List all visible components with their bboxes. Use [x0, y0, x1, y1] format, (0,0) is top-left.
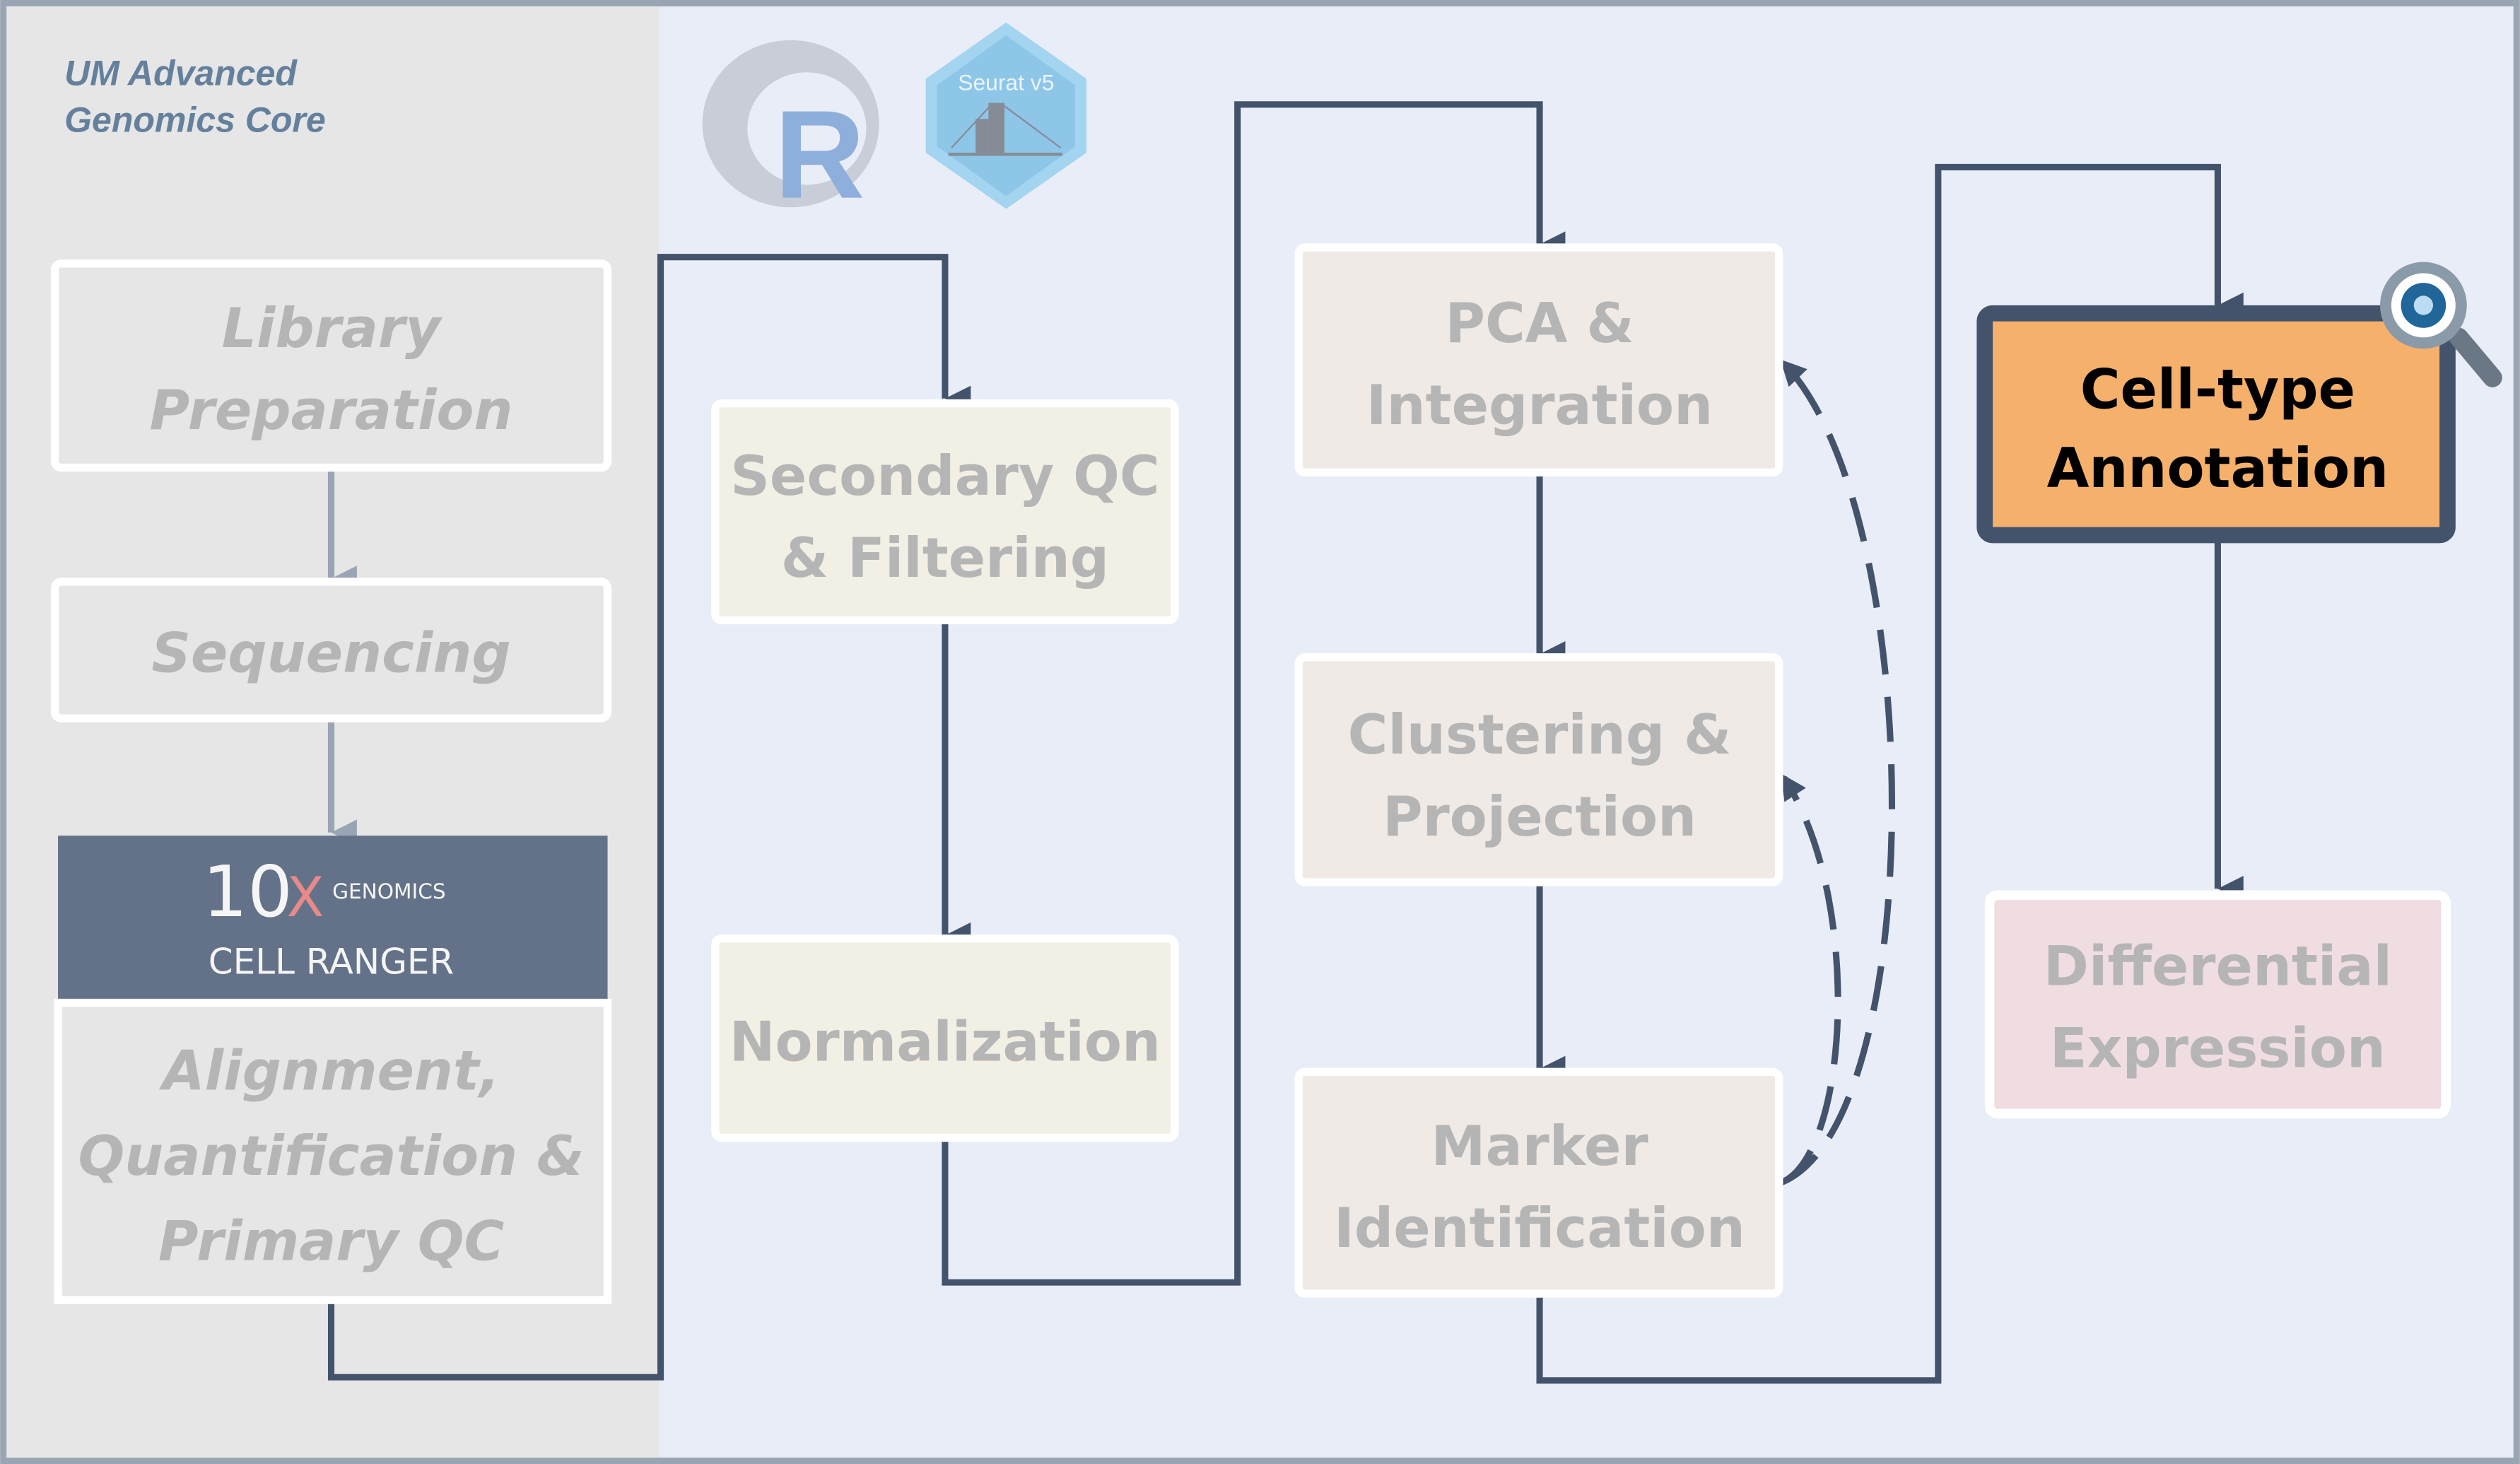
feedback-arrows: [1779, 359, 1896, 1186]
step-secondary-qc[interactable]: Secondary QC & Filtering: [711, 399, 1179, 625]
cellranger-label: CELL RANGER: [209, 942, 455, 983]
feedback-marker-to-clustering: [1779, 773, 1841, 1186]
svg-text:Differential: Differential: [2044, 935, 2392, 999]
feedback-marker-to-pca: [1779, 359, 1896, 1186]
org-title-line2: Genomics Core: [64, 100, 326, 139]
svg-text:Clustering &: Clustering &: [1348, 703, 1732, 767]
svg-text:Normalization: Normalization: [729, 1010, 1161, 1074]
step-differential-expression[interactable]: Differential Expression: [1984, 890, 2451, 1119]
svg-text:Annotation: Annotation: [2047, 437, 2389, 500]
step-clustering-projection[interactable]: Clustering & Projection: [1294, 653, 1783, 886]
svg-text:R: R: [775, 84, 865, 225]
step-pca-integration[interactable]: PCA & Integration: [1294, 243, 1783, 477]
svg-text:Library: Library: [222, 297, 443, 361]
step-sequencing[interactable]: Sequencing: [50, 578, 612, 722]
svg-text:Marker: Marker: [1431, 1115, 1648, 1178]
connector-alignment-to-secondary-qc: [327, 254, 971, 1381]
org-title-line1: UM Advanced: [64, 53, 298, 93]
svg-text:Seurat v5: Seurat v5: [958, 69, 1054, 95]
svg-text:Cell-type: Cell-type: [2080, 358, 2355, 421]
step-alignment[interactable]: Alignment, Quantification & Primary QC: [54, 998, 612, 1304]
svg-text:Alignment,: Alignment,: [158, 1039, 500, 1103]
svg-text:Sequencing: Sequencing: [151, 621, 510, 685]
connector-marker-to-annotation: [1536, 163, 2244, 1384]
svg-text:Primary QC: Primary QC: [158, 1210, 504, 1273]
magnifier-icon: [2380, 262, 2502, 387]
svg-text:Integration: Integration: [1366, 374, 1713, 438]
tenx-x-icon: X: [287, 866, 324, 930]
step-library-preparation[interactable]: Library Preparation: [50, 259, 612, 472]
svg-text:Quantification &: Quantification &: [78, 1125, 585, 1188]
svg-text:& Filtering: & Filtering: [781, 527, 1109, 590]
tenx-logo-mark: 10: [203, 850, 293, 933]
svg-text:PCA &: PCA &: [1445, 292, 1634, 356]
step-cell-type-annotation[interactable]: Cell-type Annotation: [1976, 305, 2456, 544]
cellranger-banner: 10 X GENOMICS CELL RANGER: [58, 836, 608, 1000]
svg-text:Expression: Expression: [2050, 1017, 2386, 1080]
svg-text:Projection: Projection: [1383, 785, 1696, 849]
step-normalization[interactable]: Normalization: [711, 934, 1179, 1142]
tenx-genomics-label: GENOMICS: [332, 879, 446, 903]
svg-text:Preparation: Preparation: [149, 379, 512, 443]
seurat-logo-icon: Seurat v5: [925, 22, 1086, 209]
svg-text:Secondary QC: Secondary QC: [730, 445, 1159, 508]
svg-text:Identification: Identification: [1334, 1197, 1745, 1260]
step-marker-identification[interactable]: Marker Identification: [1294, 1067, 1783, 1298]
connectors: [327, 101, 2244, 1384]
connector-normalization-to-pca: [942, 101, 1566, 1286]
r-logo-icon: R: [702, 40, 879, 225]
